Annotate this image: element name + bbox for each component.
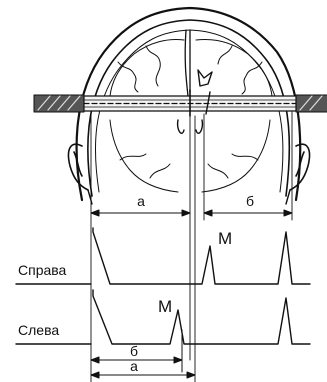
left-hemisphere — [110, 40, 184, 192]
label-echo-m-left: М — [158, 297, 172, 316]
label-trace-left: Слева — [18, 322, 59, 338]
left-ear — [69, 144, 89, 190]
label-distance-a-lower: а — [130, 358, 138, 374]
midline-falx — [185, 30, 190, 96]
bottom-measurement — [91, 330, 195, 378]
label-distance-b-lower: б — [130, 343, 138, 359]
label-echo-m-right: М — [218, 229, 232, 248]
label-distance-b: б — [246, 193, 254, 209]
label-distance-a: а — [137, 193, 145, 209]
label-trace-right: Справа — [18, 262, 67, 278]
top-measurement — [91, 210, 292, 216]
right-hemisphere — [196, 40, 272, 192]
